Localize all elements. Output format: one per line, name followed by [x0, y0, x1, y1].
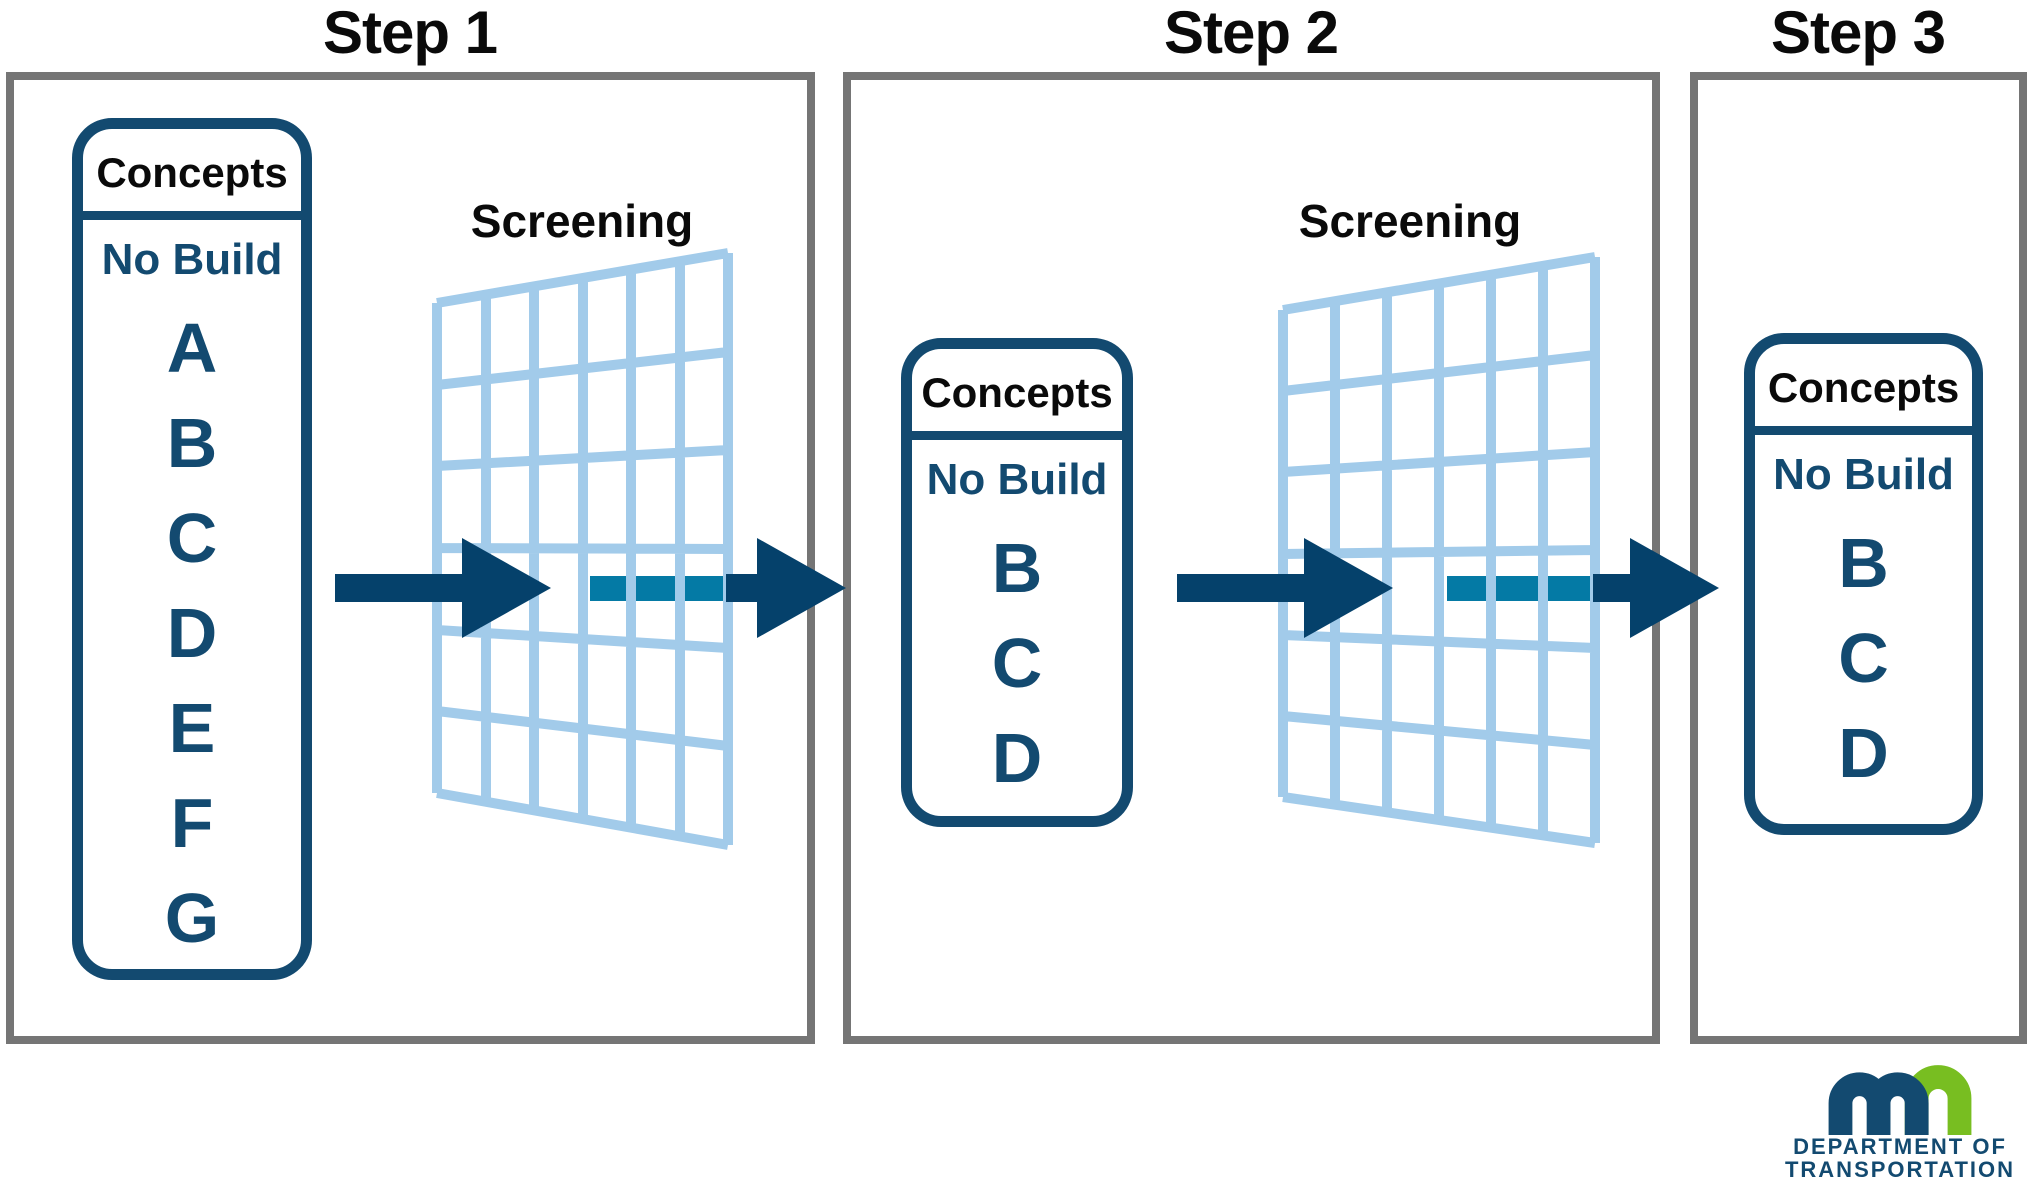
- mn-logo-icon: [1828, 1065, 1972, 1135]
- step-1-screening-graphic: [335, 248, 846, 850]
- logo-m-shape: [1828, 1072, 1929, 1135]
- concepts-card-header: Concepts: [921, 369, 1113, 416]
- exit-arrow-icon: [726, 538, 846, 638]
- concept-letter: B: [1838, 524, 1889, 602]
- logo-text-line-2: TRANSPORTATION: [1784, 1157, 2016, 1182]
- concept-letter: D: [1838, 714, 1889, 792]
- concepts-card-header: Concepts: [1767, 364, 1960, 411]
- screen-pass-segment: [590, 576, 728, 601]
- concepts-card-divider: [1755, 426, 1972, 435]
- screening-grid-icon: [432, 248, 733, 850]
- step-1-screening-label: Screening: [470, 195, 694, 247]
- concepts-card-divider: [912, 431, 1122, 440]
- exit-arrow-icon: [1593, 538, 1719, 638]
- step-2-title: Step 2: [1163, 0, 1339, 66]
- concept-letter: C: [991, 624, 1043, 702]
- no-build-label: No Build: [1773, 450, 1954, 499]
- concept-letter: F: [170, 784, 214, 862]
- concept-letter: G: [164, 879, 220, 957]
- concept-letter: D: [166, 594, 218, 672]
- logo-text-line-1: DEPARTMENT OF: [1793, 1134, 2007, 1159]
- concepts-card-header: Concepts: [96, 149, 288, 196]
- screen-pass-segment: [1447, 576, 1595, 601]
- no-build-label: No Build: [101, 235, 283, 284]
- step-1-title: Step 1: [322, 0, 498, 66]
- concept-letter: C: [166, 499, 218, 577]
- concept-letter: E: [168, 689, 216, 767]
- concept-letter: A: [166, 309, 218, 387]
- concept-letter: B: [166, 404, 218, 482]
- concepts-card-divider: [83, 211, 301, 220]
- concept-letter: B: [991, 529, 1043, 607]
- no-build-label: No Build: [926, 455, 1108, 504]
- step-3-title: Step 3: [1770, 0, 1946, 66]
- entry-arrow-icon: [335, 538, 551, 638]
- concept-letter: D: [991, 719, 1043, 797]
- screening-grid-icon: [1278, 252, 1600, 848]
- entry-arrow-icon: [1177, 538, 1393, 638]
- step-2-screening-graphic: [1177, 252, 1719, 848]
- mndot-logo: DEPARTMENT OF TRANSPORTATION: [1745, 1062, 2033, 1181]
- step-2-screening-label: Screening: [1298, 195, 1522, 247]
- concept-letter: C: [1838, 619, 1889, 697]
